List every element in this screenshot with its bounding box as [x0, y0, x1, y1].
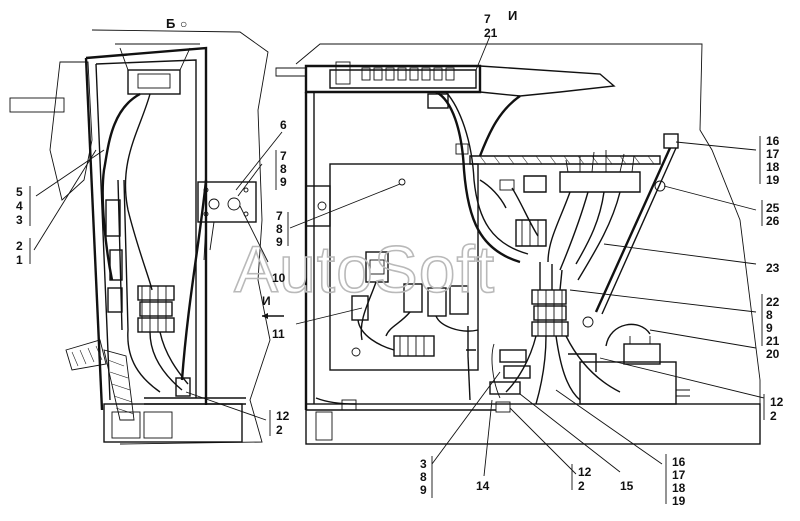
battery-box — [579, 361, 677, 405]
view-title-right: И — [508, 8, 517, 23]
callout-12-2-left: 12 2 — [269, 409, 290, 437]
step-bar — [9, 97, 65, 113]
right-view-cabin-section — [275, 43, 761, 445]
leader-lines — [33, 35, 765, 477]
svg-text:2: 2 — [770, 409, 777, 423]
mounting-bolt — [398, 178, 406, 186]
svg-text:7: 7 — [484, 12, 491, 26]
svg-text:3: 3 — [420, 457, 427, 471]
svg-text:4: 4 — [16, 199, 23, 213]
svg-text:26: 26 — [766, 214, 780, 228]
callout-3-8-9: 3 8 9 — [420, 456, 433, 498]
view-title-left-mark: ○ — [180, 17, 187, 31]
svg-text:9: 9 — [420, 483, 427, 497]
control-rod — [594, 147, 672, 313]
svg-text:9: 9 — [280, 175, 287, 189]
svg-text:17: 17 — [766, 147, 780, 161]
callout-14: 14 — [476, 479, 490, 493]
upper-relay-cluster — [515, 219, 547, 247]
svg-text:12: 12 — [276, 409, 290, 423]
left-view-cabin-section — [9, 29, 271, 445]
fuse-block-left — [105, 199, 121, 237]
view-title-left: Б — [166, 16, 175, 31]
svg-text:2: 2 — [578, 479, 585, 493]
svg-text:5: 5 — [16, 185, 23, 199]
svg-text:10: 10 — [272, 271, 286, 285]
watermark: AutoSoft — [234, 232, 495, 306]
svg-text:8: 8 — [280, 162, 287, 176]
callout-10: 10 — [272, 271, 286, 285]
callout-16-19-top: 16 17 18 19 — [759, 134, 780, 187]
callout-12-2-bottom: 12 2 — [571, 464, 592, 493]
callout-20: 20 — [766, 347, 780, 361]
central-harness-block — [531, 289, 569, 337]
svg-text:18: 18 — [766, 160, 780, 174]
svg-text:17: 17 — [672, 468, 686, 482]
connector-block-inner — [393, 335, 435, 357]
callout-23: 23 — [766, 261, 780, 275]
callout-2-1: 2 1 — [16, 238, 31, 267]
svg-text:7: 7 — [276, 209, 283, 223]
svg-text:22: 22 — [766, 295, 780, 309]
callout-15: 15 — [620, 479, 634, 493]
svg-text:1: 1 — [16, 253, 23, 267]
svg-text:16: 16 — [766, 134, 780, 148]
svg-text:И: И — [262, 294, 271, 308]
svg-text:2: 2 — [16, 239, 23, 253]
view-arrow: И — [262, 294, 284, 319]
callout-12-2-right: 12 2 — [763, 394, 784, 423]
callout-25-26: 25 26 — [761, 200, 780, 228]
callout-6: 6 — [280, 118, 287, 132]
svg-text:9: 9 — [276, 235, 283, 249]
dash-shelf — [469, 155, 661, 165]
svg-text:6: 6 — [280, 118, 287, 132]
pedal-bracket — [65, 339, 107, 371]
svg-text:19: 19 — [766, 173, 780, 187]
callout-16-19-bottom: 16 17 18 19 — [665, 454, 686, 508]
svg-text:16: 16 — [672, 455, 686, 469]
svg-text:21: 21 — [766, 334, 780, 348]
svg-text:18: 18 — [672, 481, 686, 495]
svg-text:14: 14 — [476, 479, 490, 493]
svg-text:25: 25 — [766, 201, 780, 215]
svg-text:15: 15 — [620, 479, 634, 493]
svg-text:19: 19 — [672, 494, 686, 508]
svg-text:8: 8 — [276, 222, 283, 236]
svg-text:11: 11 — [272, 327, 285, 341]
svg-text:8: 8 — [766, 308, 773, 322]
callout-22-8-9-21: 22 8 9 21 — [761, 294, 780, 348]
callout-7-21: 7 21 — [484, 12, 498, 40]
sun-visor — [479, 65, 616, 97]
callout-11: 11 — [272, 327, 285, 341]
connector-stack-left — [137, 285, 175, 301]
door-handle-box — [305, 185, 331, 227]
roof-rail — [275, 67, 307, 77]
svg-text:23: 23 — [766, 261, 780, 275]
svg-text:12: 12 — [770, 395, 784, 409]
svg-text:20: 20 — [766, 347, 780, 361]
callout-7-8-9-b: 7 8 9 — [276, 209, 289, 249]
floor-frame-left — [103, 403, 243, 443]
lower-switch-cluster — [489, 343, 531, 399]
svg-text:21: 21 — [484, 26, 498, 40]
svg-text:2: 2 — [276, 423, 283, 437]
svg-text:8: 8 — [420, 470, 427, 484]
callout-5-4-3: 5 4 3 — [16, 185, 31, 227]
switch-panel — [197, 181, 257, 223]
svg-text:9: 9 — [766, 321, 773, 335]
fuse-row-top — [335, 61, 455, 85]
svg-text:3: 3 — [16, 213, 23, 227]
svg-text:12: 12 — [578, 465, 592, 479]
callout-7-8-9-a: 7 8 9 — [275, 149, 287, 190]
top-relay-block — [127, 69, 181, 95]
inner-wall-panel — [329, 163, 479, 371]
svg-text:7: 7 — [280, 149, 287, 163]
relay-group-inner — [351, 251, 469, 321]
